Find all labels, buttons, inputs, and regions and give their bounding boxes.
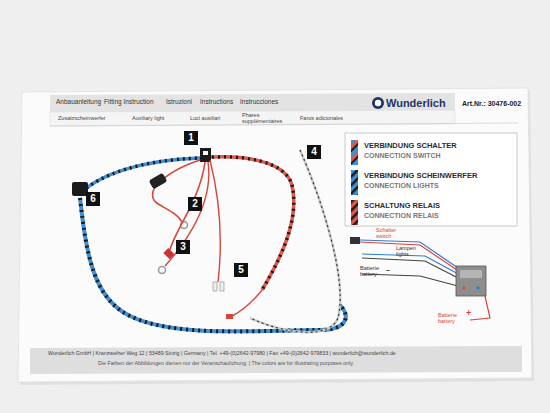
- product-name: Auxiliary light: [132, 115, 164, 121]
- polarity-sign: –: [386, 266, 390, 274]
- header-title: Instructions: [200, 98, 233, 105]
- callout-number: 5: [238, 265, 244, 275]
- callout-box: 5: [234, 263, 248, 277]
- schematic-label: lights: [396, 251, 409, 257]
- callout-box: 3: [176, 240, 190, 254]
- header-title: Fitting Instruction: [104, 98, 154, 105]
- callout-box: 4: [307, 145, 321, 159]
- footer-address: Wunderlich GmbH | Kranzweiher Weg 12 | 5…: [48, 351, 396, 357]
- legend-text: CONNECTION RELAIS: [364, 212, 439, 219]
- callout-box: 6: [86, 192, 100, 206]
- legend-text: VERBINDUNG SCHALTER: [364, 142, 457, 150]
- header-title: Istruzioni: [166, 98, 192, 105]
- brand-logo: Wunderlich: [386, 97, 446, 109]
- callout-box: 2: [188, 197, 202, 211]
- polarity-sign: +: [466, 309, 471, 319]
- schematic-label: Batterie: [360, 265, 379, 271]
- callout-number: 6: [90, 194, 96, 204]
- callout-number: 1: [188, 133, 194, 143]
- header-title: Anbauanleitung: [56, 98, 101, 105]
- schematic-label: battery: [438, 318, 455, 324]
- legend-text: VERBINDUNG SCHEINWERFER: [364, 172, 477, 180]
- legend-text: SCHALTUNG RELAIS: [364, 202, 440, 210]
- schematic-label: battery: [360, 271, 377, 277]
- product-name: Phares supplémentaires: [242, 112, 288, 124]
- header-title: Instrucciones: [240, 98, 278, 105]
- product-name: Luci ausiliari: [190, 115, 220, 121]
- callout-number: 2: [192, 199, 198, 209]
- callout-number: 3: [180, 242, 186, 252]
- legend-text: CONNECTION SWITCH: [364, 152, 441, 159]
- schematic-label: Schalter: [376, 227, 396, 233]
- callout-number: 4: [311, 147, 317, 157]
- legend-text: CONNECTION LIGHTS: [364, 182, 439, 189]
- schematic-label: switch: [376, 233, 391, 239]
- schematic-label: Batterie: [438, 312, 457, 318]
- schematic-label: Lampen: [396, 245, 416, 251]
- callout-box: 1: [184, 131, 198, 145]
- product-name: Zusatzscheinwerfer: [58, 115, 106, 121]
- article-number: Art.Nr.: 30476-002: [462, 100, 521, 108]
- product-name: Faros adicionales: [300, 115, 343, 121]
- footer-note: Die Farben der Abbildungen dienen nur de…: [98, 361, 354, 367]
